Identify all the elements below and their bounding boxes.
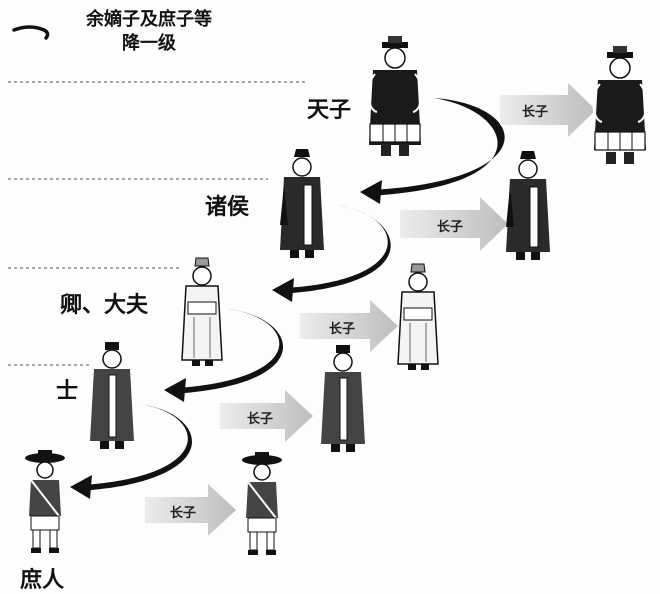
commoner-heir-figure bbox=[242, 452, 282, 555]
demotion-arrow-3 bbox=[164, 309, 284, 402]
eldest-son-arrow-2 bbox=[400, 197, 508, 251]
legend-caption: 余嫡子及庶子等 降一级 bbox=[86, 8, 212, 56]
curved-arrow-icon bbox=[12, 25, 50, 40]
lord-figure bbox=[280, 149, 324, 258]
eldest-son-arrow-1 bbox=[500, 83, 596, 137]
legend-line-1: 余嫡子及庶子等 bbox=[86, 9, 212, 30]
emperor-figure bbox=[367, 36, 423, 156]
eldest-son-arrow-5 bbox=[145, 484, 236, 536]
rank-label-minister: 卿、大夫 bbox=[60, 293, 149, 318]
eldest-son-label-2: 长子 bbox=[437, 220, 464, 235]
minister-figure bbox=[181, 257, 223, 366]
legend-line-2: 降一级 bbox=[122, 33, 176, 54]
demotion-arrow-2 bbox=[272, 205, 391, 302]
eldest-son-label-3: 长子 bbox=[329, 322, 356, 337]
emperor-heir-figure bbox=[592, 46, 648, 164]
rank-label-scholar: 士 bbox=[56, 379, 79, 404]
eldest-son-arrow-3 bbox=[300, 300, 398, 352]
eldest-son-label-1: 长子 bbox=[522, 105, 549, 120]
lord-heir-figure bbox=[506, 151, 550, 260]
scholar-figure bbox=[90, 342, 134, 449]
rank-label-lord: 诸侯 bbox=[205, 195, 250, 220]
minister-heir-figure bbox=[397, 263, 439, 370]
eldest-son-arrow-4 bbox=[220, 390, 313, 442]
scholar-heir-figure bbox=[321, 345, 365, 452]
eldest-son-label-5: 长子 bbox=[170, 506, 197, 521]
commoner-figure bbox=[25, 450, 65, 553]
demotion-arrow-4 bbox=[70, 404, 193, 499]
rank-label-emperor: 天子 bbox=[307, 98, 352, 123]
rank-label-commoner: 庶人 bbox=[20, 568, 65, 593]
eldest-son-label-4: 长子 bbox=[247, 412, 274, 427]
demotion-arrow-1 bbox=[360, 98, 505, 204]
